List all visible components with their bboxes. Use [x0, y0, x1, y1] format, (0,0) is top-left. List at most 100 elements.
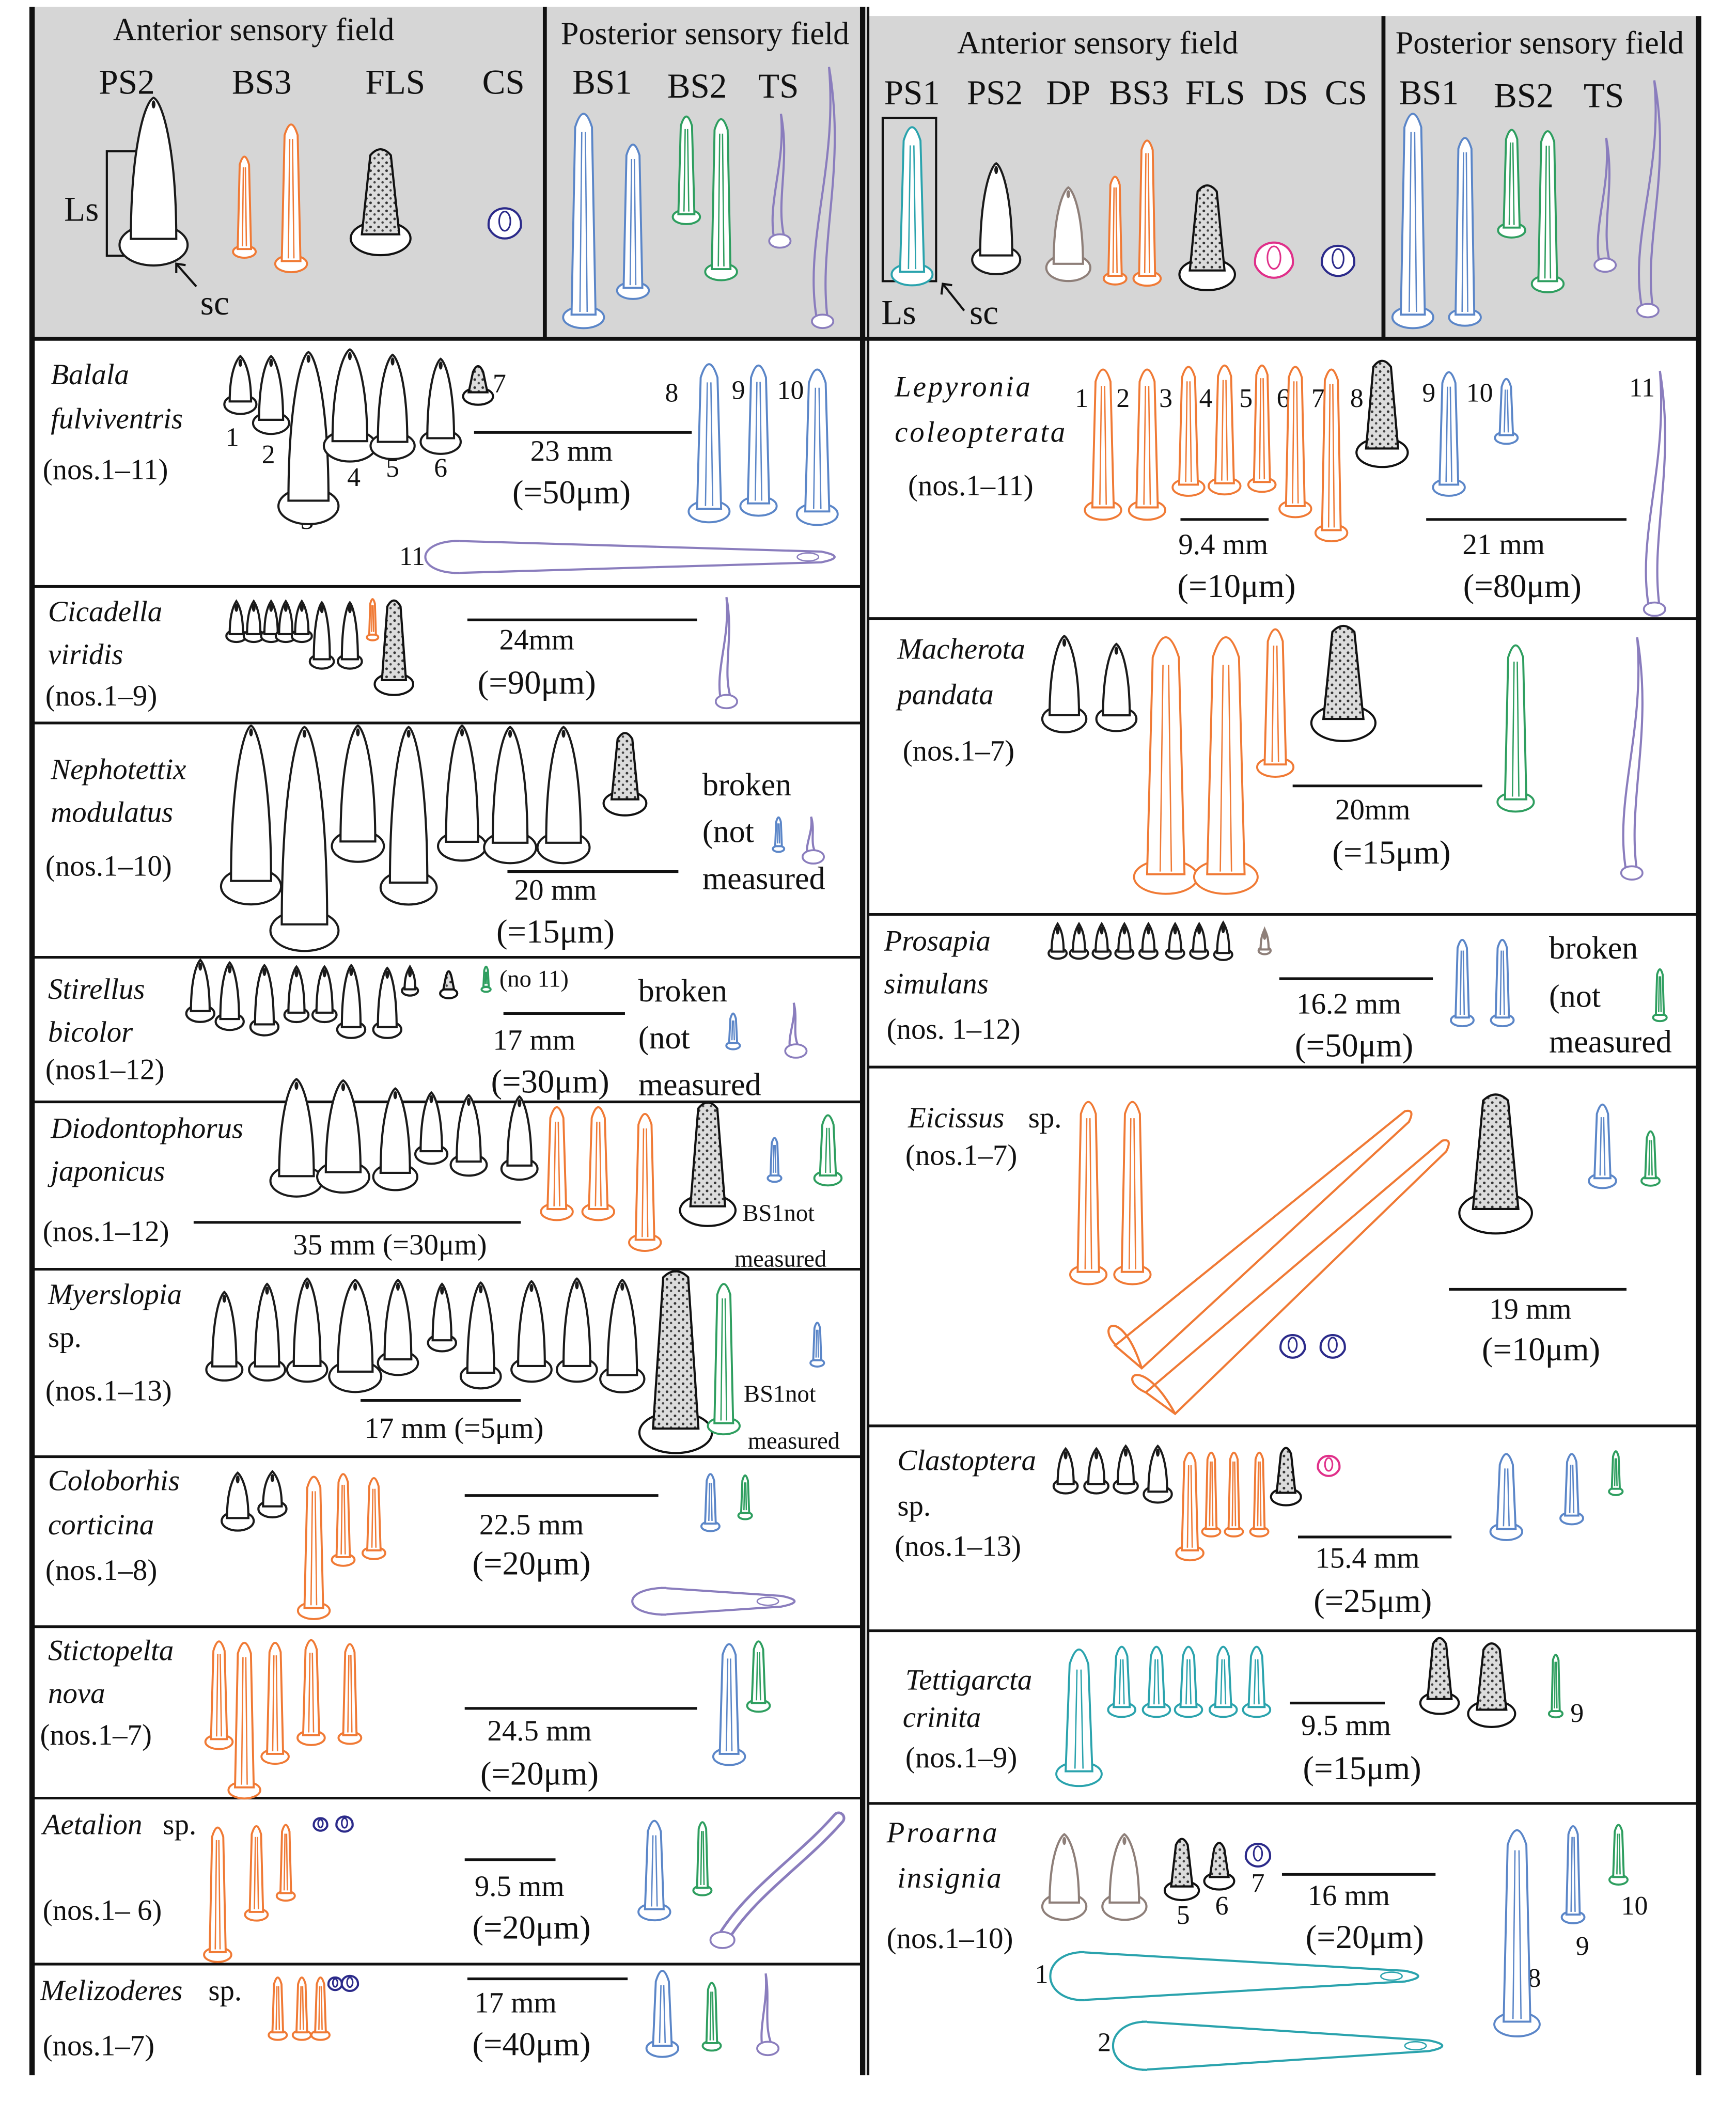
stirellus-ps2-4 — [283, 965, 310, 1024]
scale-mm: 17 mm — [493, 1024, 575, 1056]
ts-socket — [811, 313, 835, 329]
scale-mm: 9.5 mm — [475, 1870, 565, 1903]
species-range: (nos.1–10) — [45, 850, 172, 882]
num: 9 — [732, 375, 745, 405]
scale-um: (=10μm) — [1482, 1330, 1600, 1368]
legend-code-ts: TS — [758, 67, 799, 105]
eicissus-bs3-2 — [1113, 1101, 1152, 1285]
species-name-line: modulatus — [51, 796, 173, 829]
aetalion-bs2 — [692, 1821, 713, 1896]
eicissus-bs1 — [1588, 1103, 1617, 1189]
num: 4 — [347, 463, 361, 492]
prosapia-ps2-8 — [1213, 920, 1233, 961]
scale-mm: 24mm — [499, 623, 574, 656]
cicadella-ps2-2 — [242, 599, 265, 644]
scale-um: (=30μm) — [491, 1062, 609, 1100]
num: 4 — [1199, 384, 1213, 413]
proarna-bs2-10 — [1608, 1824, 1629, 1886]
legend-code-bs1-r: BS1 — [1399, 73, 1459, 112]
coloborhis-bs3-2 — [331, 1473, 356, 1567]
scale-um: (=20μm) — [480, 1755, 599, 1792]
ts-socket — [802, 849, 825, 865]
scale-um: (=80μm) — [1463, 567, 1582, 604]
balala-ts-11 — [453, 540, 836, 574]
note-line: broken — [1549, 931, 1638, 966]
diodontophorus-bs3-2 — [581, 1106, 615, 1221]
num: 5 — [1177, 1901, 1190, 1930]
species-range: (nos.1–11) — [43, 453, 168, 486]
legend-bs2-r-a — [1497, 129, 1526, 239]
scale-mm: 19 mm — [1489, 1293, 1572, 1325]
prosapia-ps2-3 — [1091, 921, 1112, 960]
stirellus-bs2 — [480, 965, 492, 993]
num: 10 — [1466, 379, 1493, 408]
legend-code-bs3: BS3 — [232, 62, 292, 101]
stirellus-fls — [439, 970, 459, 999]
clastoptera-bs2 — [1608, 1450, 1624, 1496]
balala-ps2-3 — [277, 351, 340, 525]
species-name-line: Coloborhis — [48, 1464, 180, 1497]
nephotettix-ps2-3 — [331, 724, 385, 863]
myerslopia-bs2 — [707, 1283, 741, 1436]
legend-fls — [349, 148, 412, 257]
lepyronia-bs1-9 — [1432, 371, 1466, 497]
stictopelta-bs3-4 — [296, 1639, 326, 1746]
scale-text: 35 mm (=30μm) — [293, 1229, 487, 1261]
lepyronia-bs3-5 — [1247, 364, 1277, 493]
num: 11 — [399, 542, 425, 571]
scale-um: (=25μm) — [1313, 1582, 1432, 1619]
eicissus-fls — [1458, 1093, 1534, 1235]
macherota-ps2-1 — [1041, 634, 1088, 733]
eicissus-bs2 — [1640, 1130, 1661, 1187]
note-line: (not — [638, 1021, 690, 1056]
species-name-line: simulans — [884, 967, 989, 1000]
species-name-line: Proarna — [886, 1816, 999, 1849]
species-range: (nos.1– 6) — [43, 1894, 162, 1926]
num: 7 — [493, 369, 506, 398]
species-name-line: Myerslopia — [48, 1278, 182, 1311]
melizoderes-bs3-1 — [268, 1976, 288, 2041]
num: 5 — [1239, 384, 1253, 413]
grid-lines — [29, 6, 1701, 2076]
note-extra: (no 11) — [499, 966, 569, 993]
myerslopia-ps2-9 — [556, 1277, 598, 1383]
tettigarcta-fls-2 — [1467, 1642, 1516, 1728]
cicadella-bs3 — [366, 598, 380, 641]
coloborhis-ts-socket — [631, 1587, 667, 1616]
legend-bs3-r-large — [1132, 139, 1162, 287]
note-line: measured — [748, 1428, 840, 1454]
myerslopia-ps2-1 — [205, 1290, 244, 1382]
scale-um: (=50μm) — [512, 474, 631, 511]
clastoptera-ds — [1317, 1455, 1341, 1477]
species-range: (nos. 1–12) — [887, 1013, 1021, 1046]
macherota-ps2-2 — [1095, 642, 1138, 732]
myerslopia-ps2-2 — [248, 1282, 287, 1382]
balala-ps2-6 — [419, 357, 462, 455]
scale-mm: 20mm — [1335, 793, 1410, 826]
ts-socket — [714, 694, 738, 710]
legend-ps2 — [118, 96, 189, 267]
lepyronia-ts-11 — [1645, 370, 1666, 609]
melizoderes-ts — [760, 1973, 774, 2049]
nephotettix-ps2-1 — [220, 724, 283, 906]
proarna-cs-7 — [1245, 1843, 1271, 1868]
scale-um: (=20μm) — [472, 1909, 590, 1946]
num: 3 — [1159, 384, 1172, 413]
balala-ps2-1 — [223, 354, 258, 415]
species-range: (nos.1–11) — [908, 469, 1034, 502]
legend-code-bs2-r: BS2 — [1494, 76, 1554, 115]
species-name-line: Aetalion — [41, 1808, 143, 1841]
note-line: measured — [638, 1067, 761, 1102]
balala-ts-11-pore — [796, 552, 820, 562]
scale-um: (=15μm) — [1303, 1749, 1421, 1786]
ts-socket — [1593, 257, 1617, 273]
legend-bs1-b — [616, 144, 650, 300]
eicissus-bs3-diag-1-socket — [1107, 1325, 1143, 1369]
species-name-line: Balala — [51, 358, 129, 391]
coloborhis-ps2-1 — [221, 1471, 255, 1532]
note-line: measured — [734, 1245, 826, 1272]
coloborhis-ps2-2 — [257, 1469, 288, 1518]
scale-mm: 16.2 mm — [1296, 987, 1401, 1020]
left-anterior-title: Anterior sensory field — [113, 12, 394, 48]
sc-label: sc — [200, 284, 229, 322]
